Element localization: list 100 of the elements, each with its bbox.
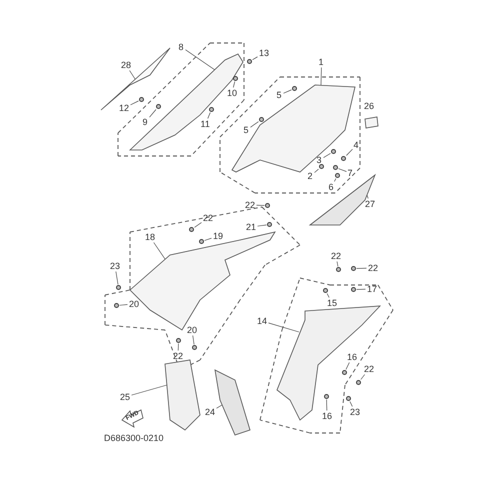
leader-line — [314, 168, 319, 173]
fastener-drawing — [116, 284, 120, 290]
fastener-drawing — [346, 396, 350, 400]
leader-line — [360, 374, 366, 380]
fastener-drawing — [356, 380, 360, 384]
leader-line — [130, 100, 139, 106]
leader-line — [268, 322, 300, 332]
fastener-drawing — [336, 266, 340, 272]
leader-line — [256, 204, 265, 206]
fastener-drawing — [334, 172, 340, 178]
shroud-drawing — [277, 306, 380, 420]
label-drawing — [365, 117, 378, 128]
callout-number: 23 — [109, 261, 122, 271]
leader-line — [119, 304, 128, 306]
fastener-drawing — [330, 148, 336, 154]
fastener-drawing — [322, 288, 328, 292]
leader-line — [207, 112, 211, 119]
fastener-drawing — [176, 338, 180, 342]
callout-number: 14 — [256, 316, 268, 326]
leader-line — [257, 224, 267, 226]
leader-line — [346, 362, 350, 370]
frame-drawing — [130, 54, 243, 150]
fastener-drawing — [114, 302, 118, 308]
leader-line — [149, 109, 156, 118]
leader-line — [204, 238, 212, 241]
callout-number: 15 — [326, 298, 338, 308]
fastener-drawing — [188, 226, 194, 232]
callout-number: 22 — [363, 364, 376, 374]
callout-number: 20 — [186, 325, 198, 335]
callout-number: 3 — [316, 155, 323, 165]
decal-drawing — [310, 175, 375, 225]
callout-number: 23 — [349, 407, 362, 417]
leader-line — [116, 271, 118, 285]
fastener-drawing — [198, 238, 204, 244]
fastener-drawing — [208, 106, 214, 112]
callout-number: 22 — [330, 251, 342, 261]
leader-line — [250, 121, 259, 128]
callout-number: 26 — [364, 101, 374, 111]
callout-number: 12 — [118, 103, 130, 113]
leader-line — [194, 222, 202, 228]
leader-line — [336, 261, 338, 267]
leader-line — [233, 81, 236, 88]
fastener-drawing — [324, 394, 328, 398]
callout-number: 19 — [212, 231, 224, 241]
cover-drawing — [165, 360, 200, 430]
fastener-drawing — [318, 164, 324, 168]
callout-number: 27 — [364, 199, 376, 209]
callout-number: 17 — [366, 284, 378, 294]
fastener-drawing — [342, 370, 346, 374]
leader-line — [252, 56, 258, 60]
leader-line — [350, 401, 353, 407]
leader-line — [356, 268, 367, 269]
fastener-drawing — [192, 344, 196, 350]
callout-number: 2 — [306, 171, 314, 181]
callout-number: 18 — [144, 232, 156, 242]
callout-number: 16 — [346, 352, 358, 362]
leader-line — [356, 288, 366, 290]
leader-line — [216, 404, 222, 408]
callout-number: 5 — [276, 90, 283, 100]
fastener-drawing — [246, 58, 252, 64]
leader-line — [334, 178, 336, 182]
leader-line — [185, 49, 216, 70]
leader-line — [326, 399, 328, 411]
callout-number: 5 — [242, 125, 250, 135]
fastener-drawing — [266, 222, 272, 226]
callout-number: 4 — [352, 140, 360, 150]
callout-number: 1 — [318, 57, 325, 67]
callout-number: 10 — [226, 88, 238, 98]
callout-number: 22 — [244, 200, 256, 210]
fastener-drawing — [340, 156, 346, 160]
fastener-drawing — [350, 286, 356, 292]
callout-number: 22 — [367, 263, 380, 273]
callout-number: 7 — [346, 168, 354, 178]
fastener-drawing — [264, 202, 270, 208]
leader-line — [192, 335, 194, 345]
leader-line — [326, 293, 330, 298]
callout-number: 21 — [245, 222, 258, 232]
decal-drawing — [101, 48, 170, 110]
leader-line — [323, 153, 331, 158]
grille-drawing — [215, 370, 250, 435]
callout-number: 6 — [328, 182, 335, 192]
leader-line — [346, 148, 353, 156]
fastener-drawing — [350, 266, 356, 270]
fastener-drawing — [232, 76, 238, 80]
callout-number: 13 — [258, 48, 270, 58]
callout-number: 8 — [178, 42, 185, 52]
leader-line — [131, 384, 168, 396]
callout-number: 9 — [142, 117, 149, 127]
fastener-drawing — [258, 116, 264, 122]
leader-line — [178, 343, 179, 351]
leader-line — [320, 67, 322, 86]
callout-number: 16 — [321, 411, 334, 421]
callout-number: 25 — [119, 392, 132, 402]
fastener-drawing — [138, 96, 144, 102]
callout-number: 28 — [120, 60, 132, 70]
leader-line — [153, 242, 166, 260]
callout-number: 11 — [200, 119, 211, 129]
leader-line — [338, 168, 347, 172]
callout-number: 22 — [202, 213, 214, 223]
callout-number: 20 — [128, 299, 140, 309]
